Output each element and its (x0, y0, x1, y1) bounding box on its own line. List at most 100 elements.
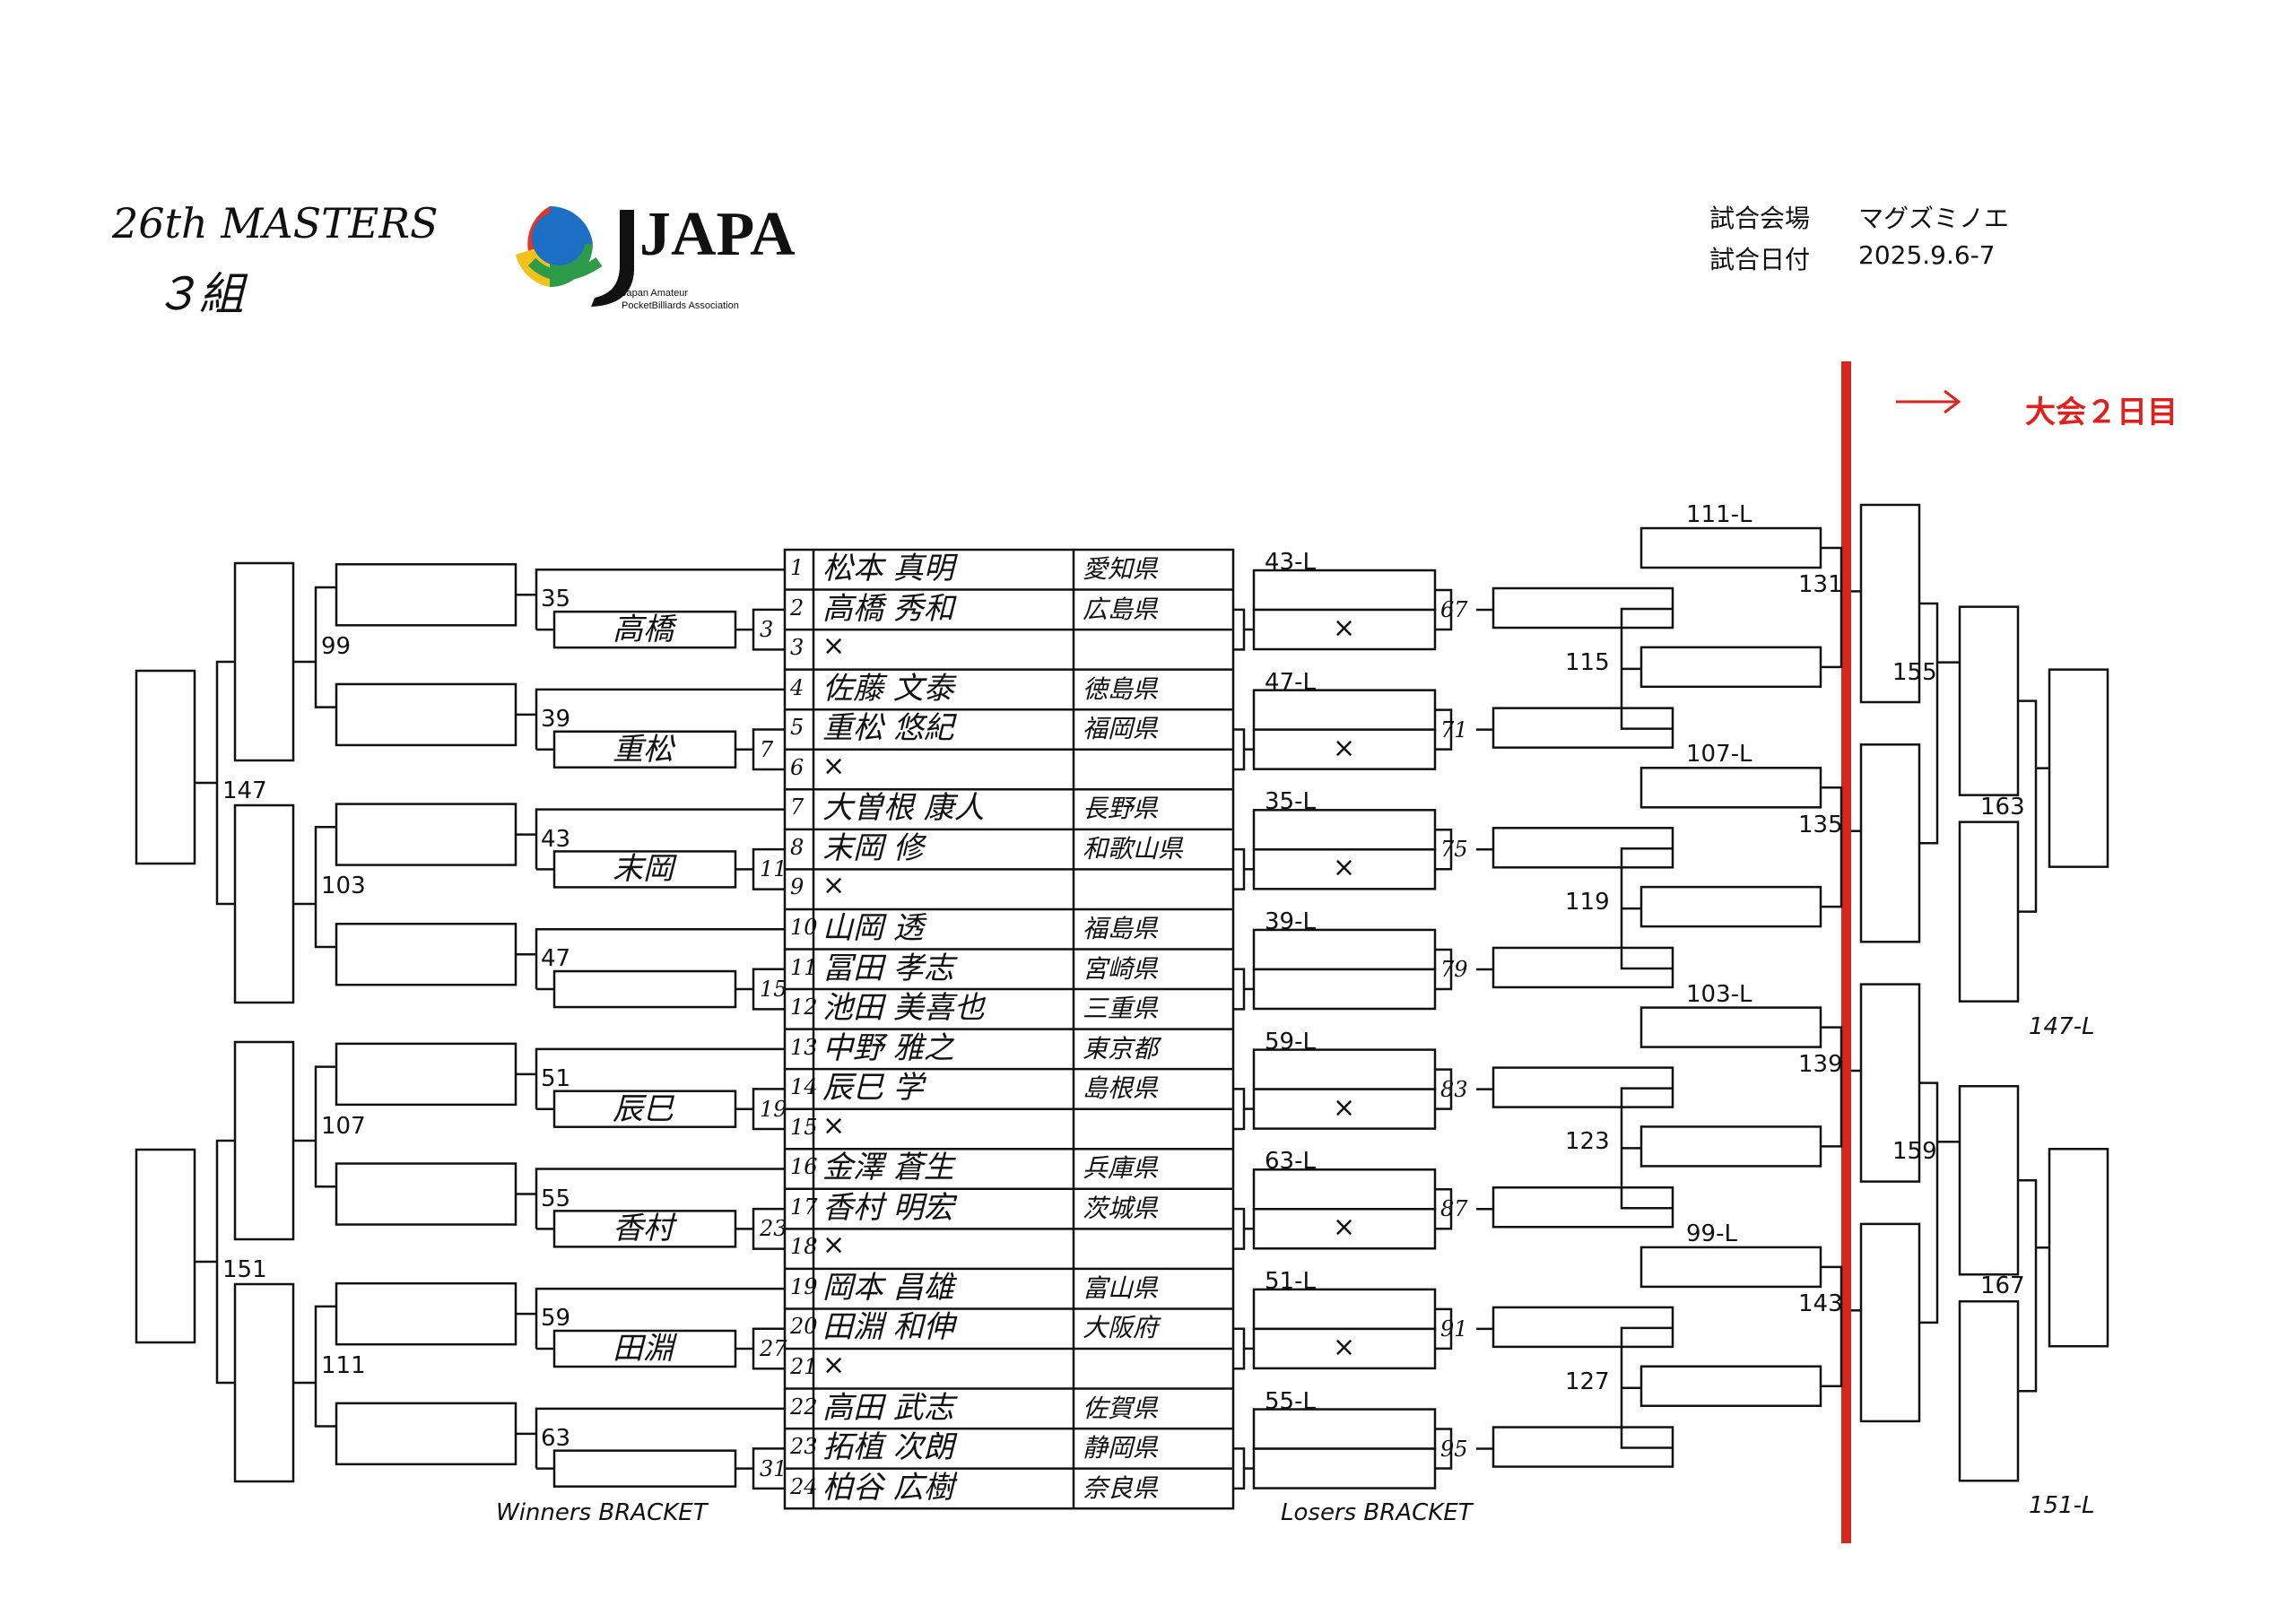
losers-drop-label: 39-L (1265, 908, 1316, 935)
winners-r3-connector (314, 1065, 336, 1188)
losers-table-connector (1233, 608, 1246, 651)
losers-bye-mark: × (1333, 732, 1356, 764)
losers-r2-number: 127 (1565, 1368, 1610, 1395)
player-name: 高田 武志 (822, 1389, 954, 1426)
winners-r2-number: 63 (541, 1424, 571, 1452)
losers-r3-connector (1821, 1265, 1843, 1387)
winners-r4-box (135, 669, 196, 865)
player-prefecture: 愛知県 (1083, 554, 1159, 584)
losers-r1-top-box (1252, 1048, 1437, 1090)
losers-bracket-label: Losers BRACKET (1281, 1499, 1473, 1526)
losers-r3-top-box (1639, 1006, 1822, 1048)
player-prefecture: 長野県 (1083, 794, 1159, 824)
player-name: 金澤 蒼生 (822, 1150, 954, 1186)
player-prefecture: 徳島県 (1083, 673, 1159, 704)
winners-r1-name: 辰巳 (613, 1090, 674, 1127)
winners-r3-connector (314, 1305, 336, 1428)
losers-drop-label: 55-L (1265, 1387, 1316, 1415)
losers-r1-top-box (1252, 809, 1437, 851)
losers-r3-bottom-box (1639, 885, 1822, 928)
winners-r2-box (335, 803, 517, 866)
losers-table-connector (1233, 728, 1246, 771)
losers-final-box (2048, 1148, 2109, 1348)
winners-match-number: 3 (760, 617, 774, 643)
losers-table-connector (1233, 968, 1246, 1011)
losers-r4-number: 159 (1892, 1138, 1937, 1166)
player-number: 15 (790, 1114, 818, 1140)
losers-r5-connector (2018, 1179, 2038, 1393)
player-name: × (822, 870, 846, 902)
losers-r5-connector (2018, 699, 2038, 913)
player-number: 7 (790, 795, 804, 821)
winners-r3-connector (314, 586, 336, 708)
losers-table-connector (1233, 1327, 1246, 1370)
winners-r1-box (552, 1090, 737, 1128)
winners-r2-number: 35 (541, 586, 571, 613)
losers-r4-box (1859, 743, 1921, 943)
player-number: 2 (790, 595, 804, 621)
losers-r4-box (1859, 503, 1921, 704)
player-prefecture: 広島県 (1083, 594, 1159, 624)
losers-r1-top-box (1252, 1408, 1437, 1450)
player-prefecture: 島根県 (1083, 1073, 1159, 1104)
arrow-right-icon (1892, 384, 1964, 420)
player-prefecture: 茨城県 (1083, 1193, 1159, 1223)
winners-r2-connector (535, 688, 785, 750)
losers-match-number: 95 (1440, 1436, 1468, 1462)
player-name: 高橋 秀和 (822, 590, 954, 627)
winners-r1-name: 田淵 (613, 1331, 674, 1367)
winners-r2-number: 43 (541, 825, 571, 853)
losers-match-number: 75 (1440, 837, 1468, 863)
player-name: × (822, 1350, 846, 1381)
player-number: 3 (790, 635, 804, 661)
player-number: 5 (790, 715, 804, 741)
player-prefecture: 福島県 (1083, 913, 1159, 943)
player-name: 冨田 孝志 (822, 950, 954, 986)
player-number: 6 (790, 754, 804, 780)
winners-r1-name: 重松 (613, 731, 674, 768)
winners-match-number: 27 (760, 1336, 787, 1361)
date-value: 2025.9.6-7 (1858, 240, 1996, 270)
winners-r2-connector (535, 1047, 785, 1109)
event-title: 26th MASTERS (112, 199, 439, 248)
losers-match-number: 87 (1440, 1196, 1468, 1222)
losers-bye-mark: × (1333, 1211, 1356, 1244)
winners-r2-box (335, 1402, 517, 1466)
losers-table-connector (1233, 847, 1246, 890)
losers-r1-top-box (1252, 1288, 1437, 1331)
svg-text:Japan Amateur: Japan Amateur (622, 288, 688, 299)
losers-r3-bottom-box (1639, 1125, 1822, 1168)
losers-r1-top-box (1252, 928, 1437, 971)
losers-r1-connector (1435, 1188, 1453, 1230)
player-number: 1 (790, 555, 804, 580)
player-number: 11 (790, 954, 818, 980)
losers-r5-drop-label: 147-L (2029, 1012, 2095, 1040)
losers-r1-top-box (1252, 689, 1437, 731)
losers-r2-number: 115 (1565, 648, 1610, 676)
losers-r4-connector (1919, 1081, 1939, 1324)
losers-r1-connector (1435, 588, 1453, 631)
player-number: 22 (790, 1394, 818, 1420)
player-name: 大曽根 康人 (822, 790, 985, 827)
player-name: 佐藤 文泰 (822, 670, 954, 707)
winners-r1-name: 高橋 (613, 612, 674, 648)
losers-r2-number: 119 (1565, 889, 1610, 916)
losers-drop-label: 103-L (1686, 980, 1752, 1008)
losers-drop-label: 99-L (1686, 1220, 1737, 1247)
player-number: 18 (790, 1234, 818, 1260)
player-prefecture: 三重県 (1083, 994, 1159, 1024)
losers-r1-top-box (1252, 1168, 1437, 1211)
winners-r1-name: 香村 (613, 1211, 674, 1247)
losers-r1-connector (1435, 708, 1453, 751)
player-name: 重松 悠紀 (822, 710, 954, 747)
winners-r1-box (552, 730, 737, 769)
venue-value: マグズミノエ (1858, 204, 2010, 233)
winners-match-number: 15 (760, 977, 787, 1003)
losers-drop-label: 51-L (1265, 1267, 1316, 1295)
losers-drop-label: 35-L (1265, 788, 1316, 816)
losers-r3-connector (1821, 546, 1843, 669)
losers-r5-top-box (1958, 1085, 2020, 1276)
losers-r3-top-box (1639, 1246, 1822, 1289)
player-number: 10 (790, 914, 818, 940)
losers-drop-label: 111-L (1686, 501, 1752, 528)
